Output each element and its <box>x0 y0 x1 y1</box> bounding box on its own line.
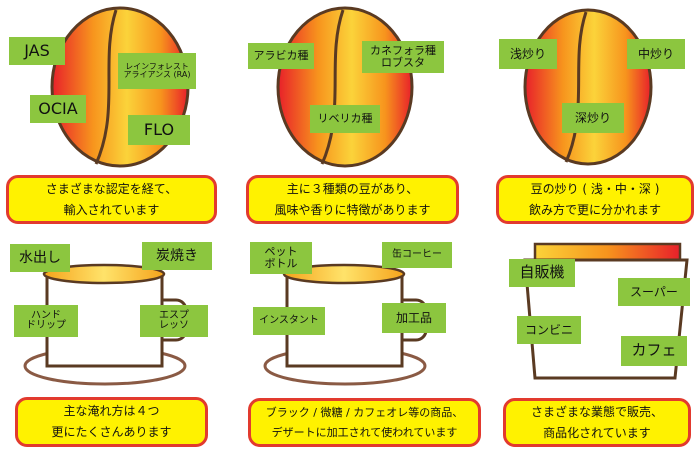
tag-espresso: エスプ レッソ <box>140 305 208 337</box>
tag-rainforest-alliance: レインフォレスト アライアンス (RA) <box>118 53 196 89</box>
tag-pet-bottle: ペット ボトル <box>250 242 312 274</box>
caption-products: ブラック / 微糖 / カフェオレ等の商品、 デザートに加工されて使われています <box>248 398 481 447</box>
tag-flo: FLO <box>128 115 190 145</box>
tag-convenience-store: コンビニ <box>517 316 581 344</box>
tag-liberica: リベリカ種 <box>310 105 380 133</box>
tag-instant: インスタント <box>253 307 325 335</box>
caption-roast: 豆の炒り ( 浅・中・深 ) 飲み方で更に分かれます <box>496 175 694 224</box>
tag-arabica: アラビカ種 <box>248 43 314 69</box>
tag-processed: 加工品 <box>382 303 446 333</box>
panel-products: ペット ボトル 缶コーヒー インスタント 加工品 ブラック / 微糖 / カフェ… <box>240 230 490 450</box>
caption-brewing: 主な淹れ方は４つ 更にたくさんあります <box>15 397 208 447</box>
tag-vending-machine: 自販機 <box>509 259 575 287</box>
tag-canephora: カネフォラ種 ロブスタ <box>362 41 444 73</box>
panel-roast: 浅炒り 中炒り 深炒り 豆の炒り ( 浅・中・深 ) 飲み方で更に分かれます <box>490 0 700 230</box>
panel-sales: 自販機 スーパー コンビニ カフェ さまざまな業態で販売、 商品化されています <box>495 230 700 450</box>
panel-brewing: 水出し 炭焼き ハンド ドリップ エスプ レッソ 主な淹れ方は４つ 更にたくさん… <box>0 230 230 450</box>
tag-dark-roast: 深炒り <box>562 103 624 133</box>
caption-sales: さまざまな業態で販売、 商品化されています <box>503 398 691 447</box>
tag-cold-brew: 水出し <box>10 244 70 272</box>
panel-certification: JAS レインフォレスト アライアンス (RA) OCIA FLO さまざまな認… <box>0 0 230 230</box>
tag-medium-roast: 中炒り <box>627 39 685 69</box>
tag-cafe: カフェ <box>621 336 687 366</box>
tag-jas: JAS <box>9 37 65 65</box>
caption-certification: さまざまな認定を経て、 輸入されています <box>6 175 217 224</box>
tag-charcoal-roast: 炭焼き <box>142 242 212 270</box>
tag-supermarket: スーパー <box>618 278 690 306</box>
tag-hand-drip: ハンド ドリップ <box>14 305 78 337</box>
caption-varieties: 主に３種類の豆があり、 風味や香りに特徴があります <box>246 175 459 224</box>
tag-canned-coffee: 缶コーヒー <box>382 242 452 268</box>
tag-ocia: OCIA <box>30 95 86 123</box>
panel-varieties: アラビカ種 カネフォラ種 ロブスタ リベリカ種 主に３種類の豆があり、 風味や香… <box>240 0 470 230</box>
tag-light-roast: 浅炒り <box>499 39 557 69</box>
